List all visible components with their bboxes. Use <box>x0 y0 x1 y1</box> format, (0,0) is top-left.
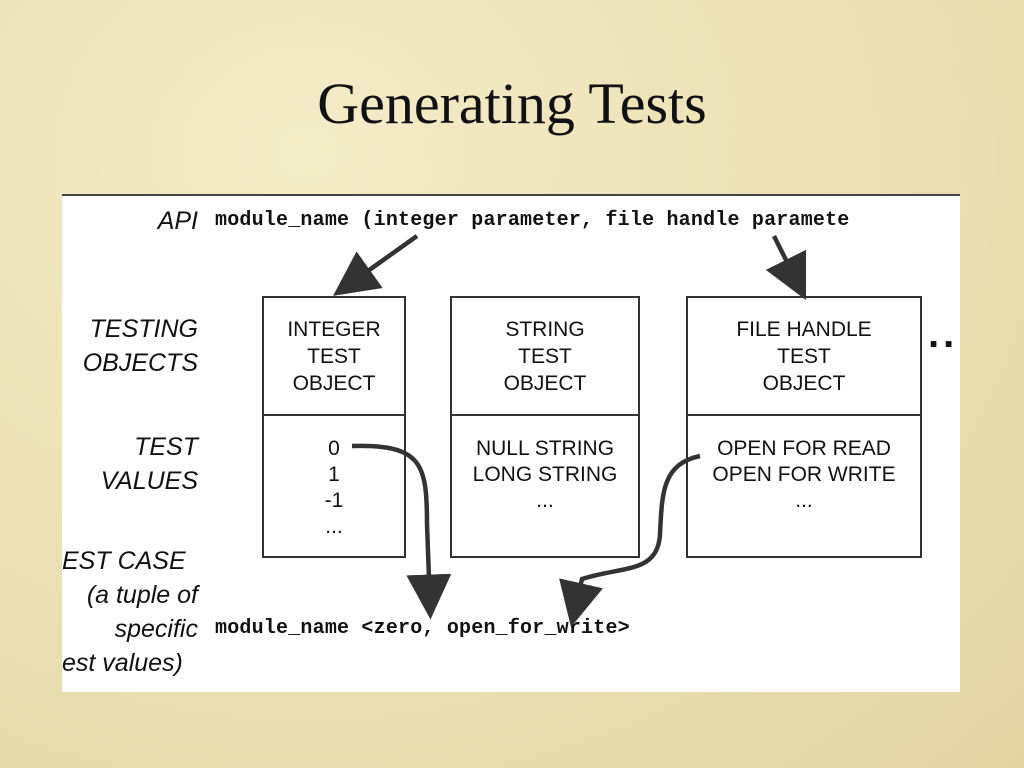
object-title: STRING TEST OBJECT <box>452 298 638 416</box>
file-handle-test-object: FILE HANDLE TEST OBJECT OPEN FOR READ OP… <box>686 296 922 558</box>
label-test-case-line: (a tuple of <box>86 581 198 609</box>
object-title-line: OBJECT <box>503 371 587 395</box>
label-test-case-line: est values) <box>62 649 183 677</box>
object-title-line: INTEGER <box>287 317 381 341</box>
api-to-file-handle-arrow <box>765 234 807 301</box>
object-title: INTEGER TEST OBJECT <box>264 298 404 416</box>
test-value: OPEN FOR READ <box>717 437 891 460</box>
test-value: NULL STRING <box>475 437 615 460</box>
object-title-line: STRING <box>505 317 585 341</box>
api-to-integer-arrow <box>333 234 419 296</box>
string-test-object: STRING TEST OBJECT NULL STRING LONG STRI… <box>450 296 640 558</box>
object-title-line: OBJECT <box>292 371 376 395</box>
test-case-signature: module_name <zero, open_for_write> <box>215 617 630 640</box>
test-value: 1 <box>328 463 340 486</box>
slide-title: Generating Tests <box>317 71 707 136</box>
test-value: ... <box>795 489 813 512</box>
test-value: LONG STRING <box>472 463 618 486</box>
label-testing-objects-line: OBJECTS <box>82 349 198 377</box>
object-title-line: TEST <box>307 344 361 368</box>
label-test-values-line: VALUES <box>100 467 198 495</box>
object-title-line: TEST <box>777 344 831 368</box>
label-api-text: API <box>157 207 198 235</box>
label-testing-objects: TESTING OBJECTS <box>83 312 198 380</box>
diagram-panel: API TESTING OBJECTS TEST VALUES EST CASE… <box>62 194 960 692</box>
arrows-layer <box>333 234 807 628</box>
label-test-case-line: specific <box>114 615 198 643</box>
continuation-dots: .. <box>928 312 959 356</box>
test-value: OPEN FOR WRITE <box>712 463 896 486</box>
label-test-case: EST CASE (a tuple of specific est values… <box>62 544 198 680</box>
label-test-values-line: TEST <box>134 433 198 461</box>
label-test-values: TEST VALUES <box>101 430 198 498</box>
object-title-line: OBJECT <box>762 371 846 395</box>
object-values: OPEN FOR READ OPEN FOR WRITE ... <box>688 436 920 514</box>
test-value: -1 <box>324 489 344 512</box>
test-value: ... <box>325 515 343 538</box>
zero-to-test-case-arrow <box>351 443 452 620</box>
object-values: NULL STRING LONG STRING ... <box>452 436 638 514</box>
test-value: ... <box>536 489 554 512</box>
label-api: API <box>158 204 198 238</box>
label-testing-objects-line: TESTING <box>89 315 198 343</box>
object-title-line: TEST <box>518 344 572 368</box>
integer-test-object: INTEGER TEST OBJECT 0 1 -1 ... <box>262 296 406 558</box>
api-signature: module_name (integer parameter, file han… <box>215 209 850 232</box>
object-title-line: FILE HANDLE <box>736 317 872 341</box>
object-values: 0 1 -1 ... <box>264 436 404 540</box>
top-rule <box>62 194 960 196</box>
open-for-write-to-test-case-arrow <box>559 453 701 628</box>
test-value: 0 <box>328 437 340 460</box>
object-title: FILE HANDLE TEST OBJECT <box>688 298 920 416</box>
label-test-case-line: EST CASE <box>62 547 186 575</box>
